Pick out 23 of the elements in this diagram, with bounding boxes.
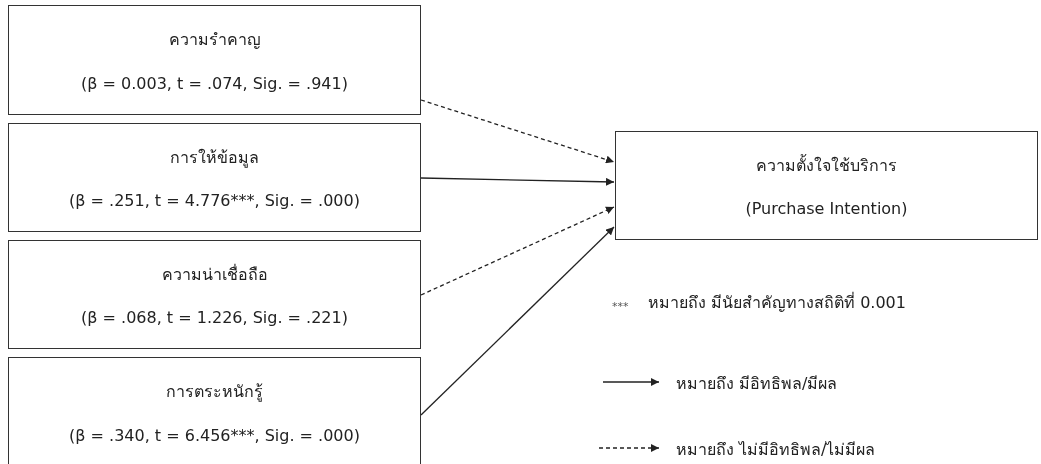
factor-box <box>8 357 421 464</box>
box-title: การให้ข้อมูล <box>170 147 259 170</box>
statistics-text: (Purchase Intention) <box>745 199 908 218</box>
note-text: หมายถึง มีนัยสำคัญทางสถิติที่ 0.001 <box>648 291 906 314</box>
legend-text: หมายถึง ไม่มีอิทธิพล/ไม่มีผล <box>676 439 876 461</box>
arrow <box>420 206 615 296</box>
arrow <box>420 177 615 186</box>
box-title: ความรำคาญ <box>168 29 261 52</box>
statistics-text: (β = .251, t = 4.776***, Sig. = .000) <box>69 191 360 210</box>
box-title: ความตั้งใจใช้บริการ <box>756 153 897 177</box>
statistics-text: (β = .068, t = 1.226, Sig. = .221) <box>81 308 348 327</box>
arrow <box>420 99 615 164</box>
outcome-box <box>615 131 1038 240</box>
legend-text: หมายถึง มีอิทธิพล/มีผล <box>676 373 838 395</box>
box-title: การตระหนักรู้ <box>166 381 263 404</box>
box-title: ความน่าเชื่อถือ <box>161 263 268 286</box>
factor-box <box>8 240 421 349</box>
factor-box <box>8 123 421 232</box>
arrow <box>420 226 615 416</box>
factor-box <box>8 5 421 115</box>
statistics-text: (β = .340, t = 6.456***, Sig. = .000) <box>69 425 360 445</box>
statistics-text: (β = 0.003, t = .074, Sig. = .941) <box>81 73 348 93</box>
significance-mark: *** <box>612 300 629 313</box>
